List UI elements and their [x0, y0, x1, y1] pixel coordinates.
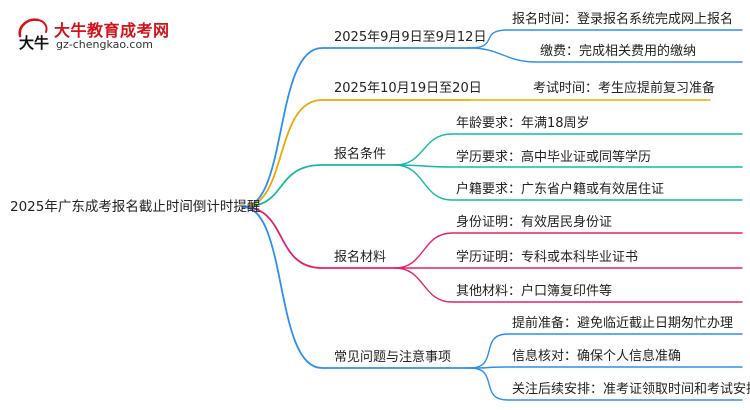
branch-node-exam-period: 2025年10月19日至20日: [334, 81, 482, 96]
branch-connector: [242, 164, 396, 208]
branch-connector: [242, 206, 396, 269]
branch-node-faq: 常见问题与注意事项: [334, 350, 452, 365]
leaf-node-degree-proof: 学历证明：专科或本科毕业证书: [456, 250, 639, 265]
leaf-connector: [469, 47, 743, 63]
brand-url: gz-chengkao.com: [56, 38, 153, 51]
branch-connector: [242, 47, 471, 208]
leaf-node-id-proof: 身份证明：有效居民身份证: [456, 215, 613, 230]
leaf-connector: [394, 133, 743, 166]
leaf-connector: [394, 232, 743, 269]
branch-connector: [242, 99, 471, 208]
leaf-node-education-requirement: 学历要求：高中毕业证或同等学历: [456, 150, 652, 165]
leaf-connector: [394, 267, 743, 303]
leaf-node-other-materials: 其他材料：户口簿复印件等: [456, 284, 613, 299]
branch-node-materials: 报名材料: [334, 250, 387, 265]
leaf-connector: [394, 164, 743, 201]
leaf-node-registration-time: 报名时间：登录报名系统完成网上报名: [512, 12, 734, 27]
leaf-connector: [469, 333, 743, 369]
brand-logo: 大牛 大牛教育成考网 gz-chengkao.com: [14, 14, 184, 54]
leaf-node-payment: 缴费：完成相关费用的缴纳: [540, 44, 697, 59]
logo-glyph: 大牛: [19, 34, 49, 52]
branch-node-registration-period: 2025年9月9日至9月12日: [334, 30, 487, 45]
branch-node-requirements: 报名条件: [334, 147, 387, 162]
ox-logo-icon: 大牛: [18, 18, 49, 52]
leaf-connector: [469, 367, 743, 401]
leaf-connector: [469, 29, 743, 49]
leaf-connector: [469, 366, 743, 369]
branch-connector: [242, 206, 471, 369]
leaf-node-age-requirement: 年龄要求：年满18周岁: [456, 116, 590, 131]
brand-name: 大牛教育成考网: [54, 21, 170, 40]
leaf-node-follow-up: 关注后续安排：准考证领取时间和考试安排: [512, 382, 750, 397]
mindmap-root-node: 2025年广东成考报名截止时间倒计时提醒: [10, 199, 261, 215]
leaf-node-verify-info: 信息核对：确保个人信息准确: [512, 349, 682, 364]
leaf-connector: [394, 164, 743, 168]
leaf-node-residence-requirement: 户籍要求：广东省户籍或有效居住证: [456, 182, 665, 197]
leaf-node-prepare-early: 提前准备：避免临近截止日期匆忙办理: [512, 316, 734, 331]
leaf-node-exam-time: 考试时间：考生应提前复习准备: [533, 81, 716, 96]
